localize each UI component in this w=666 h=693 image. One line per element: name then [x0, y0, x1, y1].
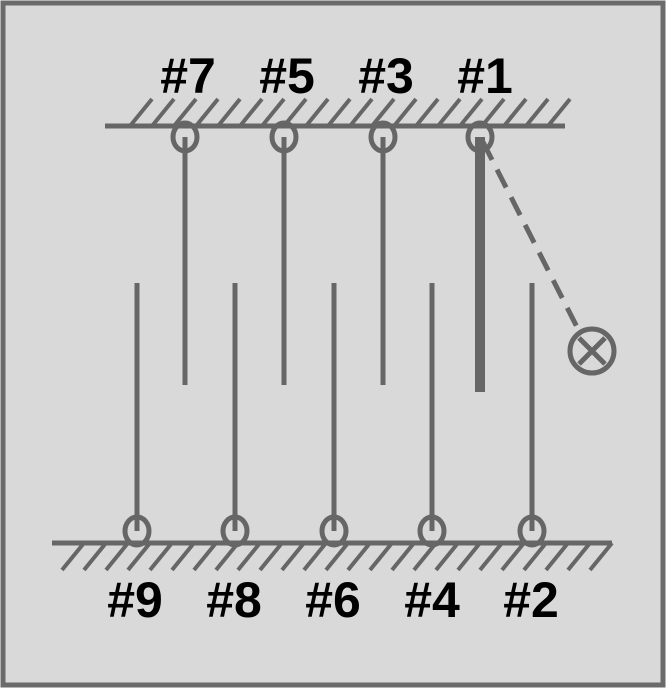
label-3: #3 — [358, 48, 414, 104]
bottom-hatch-mark — [434, 541, 460, 572]
bottom-hatch-mark — [236, 541, 262, 572]
rod-3-pivot — [368, 120, 398, 154]
bottom-hatch-mark — [456, 541, 482, 572]
rod-9-pivot — [122, 514, 152, 548]
bottom-hatch-mark — [170, 541, 196, 572]
bottom-hatch-mark — [522, 541, 548, 572]
rod-5-pivot — [269, 120, 299, 154]
top-hatch-mark — [326, 97, 352, 128]
top-hatch-mark — [392, 97, 418, 128]
top-hatch-mark — [304, 97, 330, 128]
rod-7-pivot — [170, 120, 200, 154]
label-4: #4 — [404, 572, 460, 628]
bottom-hatch-mark — [324, 541, 350, 572]
bottom-hatch-mark — [566, 541, 592, 572]
circle-cross-ring — [567, 326, 617, 376]
top-hatch-mark — [238, 97, 264, 128]
bottom-hatch-mark — [478, 541, 504, 572]
label-9: #9 — [107, 572, 163, 628]
label-2: #2 — [503, 572, 559, 628]
bottom-hatch-mark — [368, 541, 394, 572]
circle-cross-stroke — [577, 336, 607, 366]
bottom-hatch-mark — [258, 541, 284, 572]
top-hatch-mark — [502, 97, 528, 128]
bottom-hatch-mark — [588, 541, 614, 572]
top-hatch-mark — [480, 97, 506, 128]
label-7: #7 — [160, 48, 216, 104]
top-hatch-mark — [370, 97, 396, 128]
bottom-hatch-mark — [192, 541, 218, 572]
label-6: #6 — [305, 572, 361, 628]
rod-1-pivot — [465, 120, 495, 154]
top-hatch-mark — [128, 97, 154, 128]
rod-2-pivot — [517, 514, 547, 548]
bottom-hatch-mark — [302, 541, 328, 572]
bottom-hatch-mark — [214, 541, 240, 572]
top-hatch-mark — [546, 97, 572, 128]
bottom-hatch-mark — [104, 541, 130, 572]
rod-4-pivot — [417, 514, 447, 548]
bottom-hatch-mark — [148, 541, 174, 572]
bottom-hatch-mark — [60, 541, 86, 572]
label-1: #1 — [457, 48, 513, 104]
bottom-hatch-mark — [126, 541, 152, 572]
bottom-hatch-mark — [544, 541, 570, 572]
top-hatch-mark — [172, 97, 198, 128]
label-8: #8 — [206, 572, 262, 628]
circle-cross-icon — [567, 326, 617, 376]
top-hatch-mark — [194, 97, 220, 128]
top-hatch-mark — [150, 97, 176, 128]
bottom-hatch-mark — [346, 541, 372, 572]
bottom-hatch-mark — [500, 541, 526, 572]
dashed-connector — [480, 140, 583, 335]
top-hatch-mark — [348, 97, 374, 128]
bottom-hatch-mark — [412, 541, 438, 572]
bottom-hatch-mark — [280, 541, 306, 572]
top-hatch-mark — [414, 97, 440, 128]
top-hatch-mark — [260, 97, 286, 128]
rod-8-pivot — [220, 514, 250, 548]
top-hatch-mark — [436, 97, 462, 128]
top-hatch-mark — [524, 97, 550, 128]
label-5: #5 — [259, 48, 315, 104]
top-hatch-mark — [458, 97, 484, 128]
bottom-hatch-mark — [82, 541, 108, 572]
rod-6-pivot — [319, 514, 349, 548]
bottom-hatch-mark — [390, 541, 416, 572]
top-hatch-mark — [216, 97, 242, 128]
